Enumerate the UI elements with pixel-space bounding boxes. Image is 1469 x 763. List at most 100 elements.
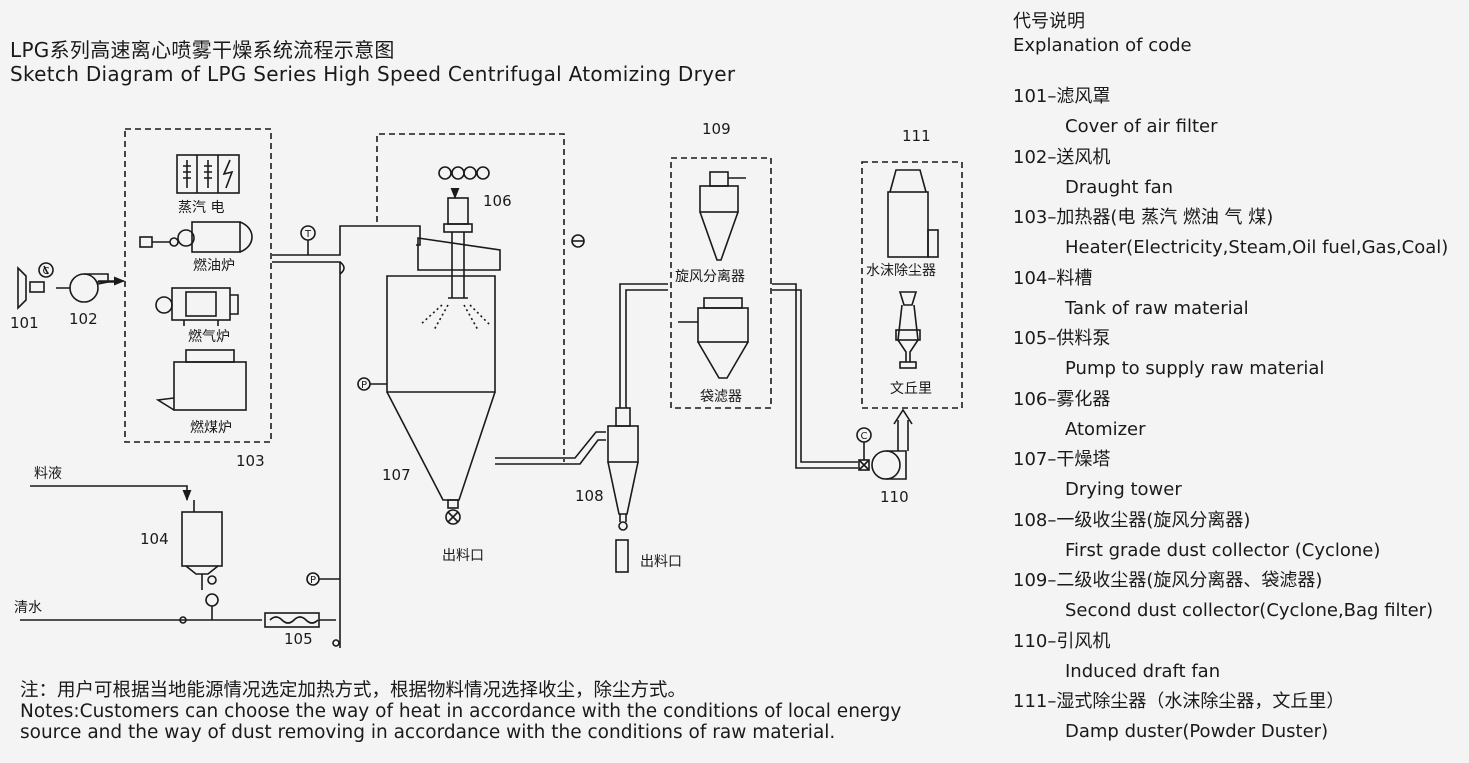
legend-cn: 湿式除尘器（水沫除尘器，文丘里） xyxy=(1056,691,1345,712)
legend-title-en: Explanation of code xyxy=(1013,35,1192,56)
legend-code-line: 103–加热器(电 蒸汽 燃油 气 煤) xyxy=(1013,203,1448,233)
feed-pump xyxy=(264,612,336,628)
duct-to-second-collector xyxy=(619,283,668,408)
heater-group-box xyxy=(124,128,272,443)
tower-outlet-label: 出料口 xyxy=(442,548,484,564)
legend-code-line: 111–湿式除尘器（水沫除尘器，文丘里） xyxy=(1013,687,1448,717)
legend-dash: – xyxy=(1047,449,1057,470)
legend-en: Cover of air filter xyxy=(1065,116,1218,137)
legend-en: Draught fan xyxy=(1065,176,1174,198)
gas-furnace xyxy=(155,287,239,326)
legend-cn: 送风机 xyxy=(1056,146,1111,168)
air-filter-cover xyxy=(17,262,54,310)
legend-dash: – xyxy=(1047,388,1057,410)
legend-cn: 供料泵 xyxy=(1056,328,1111,349)
filter-control-letter: C xyxy=(43,266,50,277)
legend-code-line: 107–干燥塔 xyxy=(1013,445,1448,475)
legend-dash: – xyxy=(1047,267,1057,289)
legend-title-cn: 代号说明 xyxy=(1013,11,1085,32)
raw-material-tank xyxy=(181,511,223,620)
heater-label-gas: 燃气炉 xyxy=(188,328,230,345)
temperature-gauge-letter: T xyxy=(304,229,312,240)
legend-code: 109 xyxy=(1013,570,1048,591)
legend-code-line: 106–雾化器 xyxy=(1013,385,1448,415)
legend-item-109: 109–二级收尘器(旋风分离器、袋滤器) Second dust collecto… xyxy=(1013,566,1448,627)
legend-code: 101 xyxy=(1013,86,1048,107)
bag-filter xyxy=(678,297,749,379)
legend-code-line: 101–滤风罩 xyxy=(1013,82,1448,112)
legend-code: 105 xyxy=(1013,328,1048,349)
legend-code: 107 xyxy=(1013,449,1048,470)
legend-cn: 滤风罩 xyxy=(1056,86,1111,107)
legend-item-101: 101–滤风罩 Cover of air filter xyxy=(1013,82,1448,143)
legend-code: 108 xyxy=(1013,509,1048,531)
cyclone-label: 旋风分离器 xyxy=(675,268,745,285)
code-111: 111 xyxy=(902,127,931,145)
legend-en: Drying tower xyxy=(1065,479,1182,500)
legend-dash: – xyxy=(1047,509,1057,531)
heater-label-oil: 燃油炉 xyxy=(193,257,235,274)
notes-en-line1: Notes:Customers can choose the way of he… xyxy=(20,701,902,722)
instrument-2 xyxy=(451,166,465,180)
legend-code-line: 102–送风机 xyxy=(1013,143,1448,173)
water-duster-label: 水沫除尘器 xyxy=(866,263,936,279)
legend-code-line: 109–二级收尘器(旋风分离器、袋滤器) xyxy=(1013,566,1448,596)
clean-water-label: 清水 xyxy=(14,600,42,616)
oil-furnace xyxy=(139,221,253,253)
code-105: 105 xyxy=(284,630,313,648)
duct-to-induced-fan xyxy=(772,283,858,469)
legend-cn: 料槽 xyxy=(1056,267,1093,289)
legend-en: Damp duster(Powder Duster) xyxy=(1065,721,1329,742)
notes-en-line2: source and the way of dust removing in a… xyxy=(20,722,836,743)
code-107: 107 xyxy=(382,466,411,484)
legend-code: 111 xyxy=(1013,691,1048,712)
legend-code-line: 105–供料泵 xyxy=(1013,324,1448,354)
legend-code: 104 xyxy=(1013,267,1048,289)
tower-dashed-boundary xyxy=(376,133,565,462)
heater-label-steam-electric: 蒸汽 电 xyxy=(178,200,224,216)
feed-liquid-label: 料液 xyxy=(34,466,62,482)
steam-electric-heater xyxy=(176,154,240,194)
legend-en: Pump to supply raw material xyxy=(1065,358,1325,379)
coal-furnace xyxy=(155,349,247,411)
code-109: 109 xyxy=(702,120,731,138)
legend-en: Induced draft fan xyxy=(1065,660,1221,682)
legend-code-line: 108–一级收尘器(旋风分离器) xyxy=(1013,506,1448,536)
code-102: 102 xyxy=(69,310,98,328)
legend-dash: – xyxy=(1047,691,1057,712)
legend-dash: – xyxy=(1047,328,1057,349)
code-101: 101 xyxy=(10,314,39,332)
legend-cn: 引风机 xyxy=(1056,630,1111,652)
air-distributor xyxy=(417,237,501,271)
code-103: 103 xyxy=(236,452,265,470)
notes-cn: 注：用户可根据当地能源情况选定加热方式，根据物料情况选择收尘，除尘方式。 xyxy=(20,680,687,701)
legend-item-111: 111–湿式除尘器（水沫除尘器，文丘里） Damp duster(Powder D… xyxy=(1013,687,1448,748)
venturi-label: 文丘里 xyxy=(890,381,932,397)
instrument-3 xyxy=(463,166,477,180)
primary-cyclone xyxy=(607,407,639,573)
code-104: 104 xyxy=(140,530,169,548)
draught-fan xyxy=(56,273,118,303)
legend-dash: – xyxy=(1047,630,1057,652)
code-108: 108 xyxy=(575,487,604,505)
legend-dash: – xyxy=(1047,207,1057,228)
legend-header: 代号说明 Explanation of code xyxy=(1013,10,1448,58)
instrument-1 xyxy=(438,166,452,180)
venturi-scrubber xyxy=(895,291,921,369)
legend-code: 102 xyxy=(1013,146,1048,168)
legend-en: Heater(Electricity,Steam,Oil fuel,Gas,Co… xyxy=(1065,237,1449,258)
instrument-4 xyxy=(476,166,490,180)
legend-en: Second dust collector(Cyclone,Bag filter… xyxy=(1065,600,1434,621)
water-mist-duster xyxy=(887,169,939,258)
duct-tower-to-cyclone xyxy=(495,431,606,465)
legend-item-108: 108–一级收尘器(旋风分离器)First grade dust collect… xyxy=(1013,506,1448,567)
drain-valve xyxy=(332,639,340,647)
legend-cn: 二级收尘器(旋风分离器、袋滤器) xyxy=(1056,570,1323,591)
code-110: 110 xyxy=(880,488,909,506)
feed-liquid-line xyxy=(30,485,192,502)
